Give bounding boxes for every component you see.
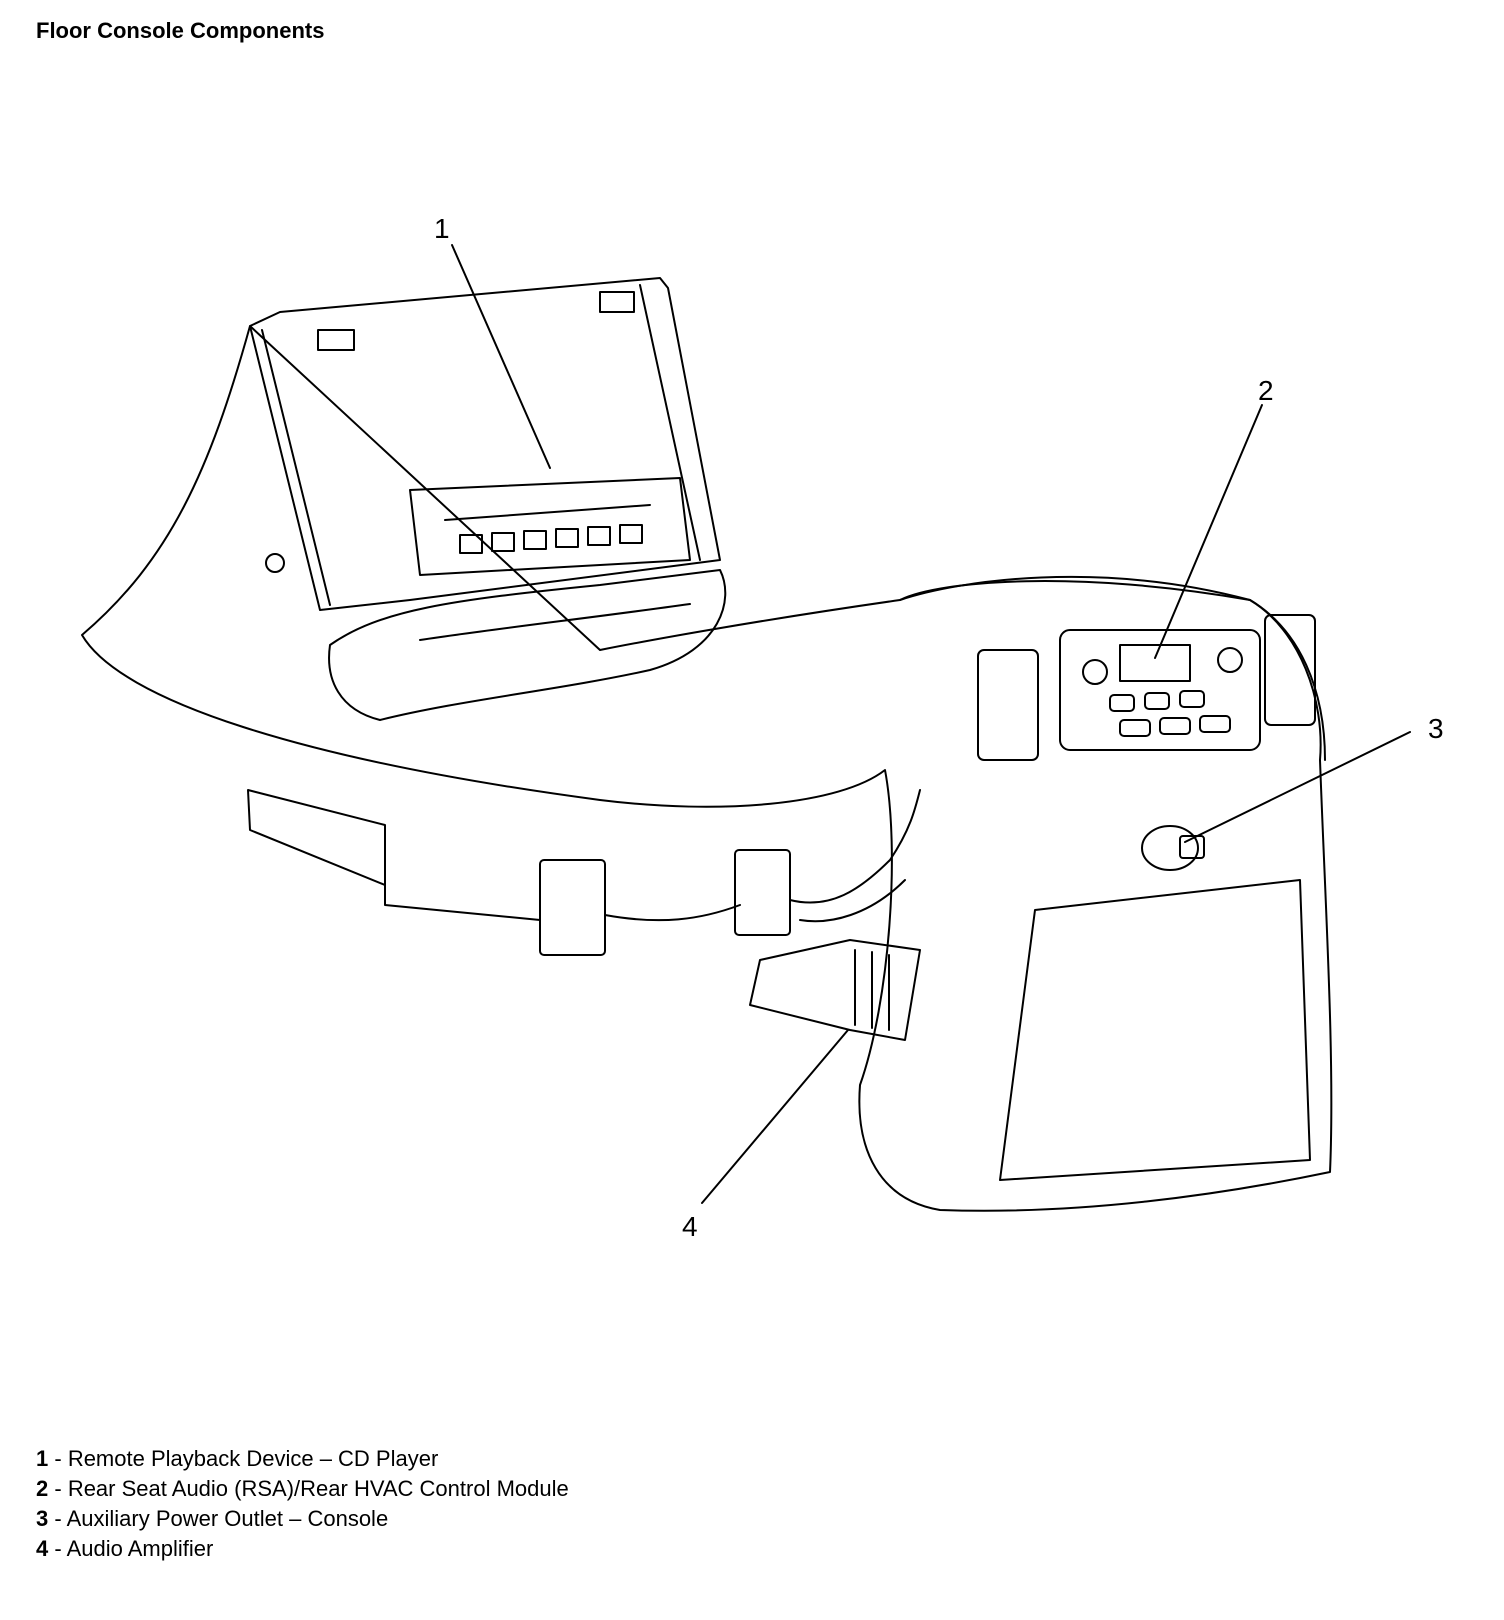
callout-1: 1 [434, 213, 450, 244]
lower-chassis [247, 789, 386, 886]
console-lid [249, 277, 721, 611]
connector [539, 859, 606, 956]
audio-amplifier [749, 939, 921, 1041]
wiring-harness [604, 789, 921, 922]
lid-latch [317, 329, 355, 351]
rear-panel [899, 580, 1326, 761]
callout-4: 4 [682, 1211, 698, 1242]
cd-player [409, 477, 691, 576]
legend: 1 - Remote Playback Device – CD Player 2… [36, 1444, 569, 1564]
front-tray [328, 569, 727, 721]
leader-line-4 [701, 1029, 849, 1204]
leader-line-1 [451, 244, 551, 469]
lid-latch [599, 291, 635, 313]
auxiliary-power-outlet [1141, 825, 1205, 871]
legend-item: 4 - Audio Amplifier [36, 1536, 214, 1561]
leader-line-2 [1154, 404, 1263, 659]
callout-2: 2 [1258, 375, 1274, 406]
rsa-hvac-control-module [1059, 629, 1261, 751]
screw-icon [265, 553, 285, 573]
lower-rear-panel [999, 879, 1311, 1181]
page-title: Floor Console Components [36, 18, 325, 43]
legend-item: 3 - Auxiliary Power Outlet – Console [36, 1506, 389, 1531]
leader-line-3 [1184, 731, 1411, 843]
connector [734, 849, 791, 936]
console-body [81, 325, 1333, 1212]
side-switch [977, 649, 1039, 761]
side-switch [1264, 614, 1316, 726]
legend-item: 2 - Rear Seat Audio (RSA)/Rear HVAC Cont… [36, 1476, 569, 1501]
legend-item: 1 - Remote Playback Device – CD Player [36, 1446, 439, 1471]
callout-3: 3 [1428, 713, 1444, 744]
